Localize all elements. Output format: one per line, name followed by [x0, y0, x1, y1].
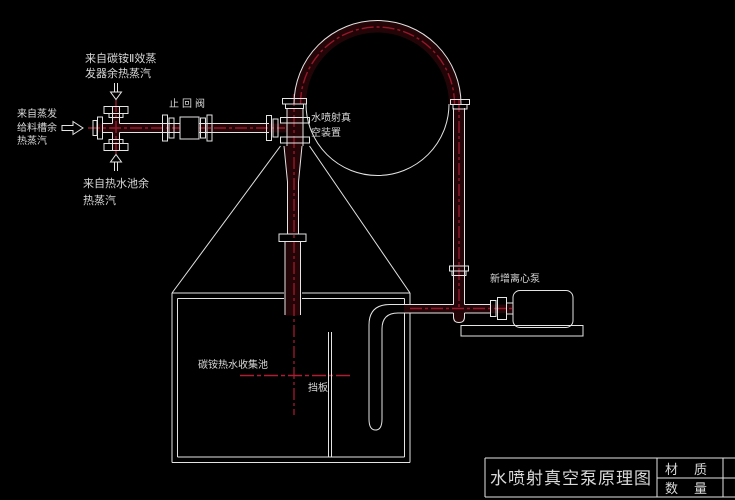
- drawing-title: 水喷射真空泵原理图: [490, 469, 652, 488]
- title-block: 水喷射真空泵原理图 材质 数量: [484, 457, 735, 498]
- pump-label: 新增离心泵: [490, 272, 540, 285]
- ejector-inlet-flange: [266, 115, 279, 141]
- quantity-cell-label: 数量: [665, 481, 723, 496]
- material-cell-label: 材质: [665, 462, 723, 477]
- centrifugal-pump: [460, 290, 584, 337]
- pump-suction-pipe: [408, 297, 514, 320]
- top-source-label-line1: 来自碳铵Ⅱ效蒸: [85, 51, 156, 65]
- baffle-label: 挡板: [308, 381, 328, 394]
- top-source-label-line2: 发器余热蒸汽: [85, 66, 151, 80]
- arrow-down-icon: [109, 83, 123, 101]
- ejector-label-line2: 空装置: [311, 126, 341, 139]
- suction-j-pipe: [368, 304, 410, 431]
- tank-label: 碳铵热水收集池: [198, 358, 268, 371]
- pump-body: [512, 290, 574, 328]
- left-source-label-line1: 来自蒸发: [17, 107, 57, 120]
- left-source-label-line2: 给料槽余: [17, 121, 57, 134]
- arrow-up-icon: [109, 153, 123, 171]
- pump-base: [460, 325, 584, 337]
- bottom-source-label-line2: 热蒸汽: [83, 193, 116, 207]
- arch-pipe: [293, 20, 470, 176]
- baffle: [328, 332, 332, 457]
- check-valve: [162, 114, 213, 142]
- bottom-source-label-line1: 来自热水池余: [83, 176, 149, 190]
- left-source-label-line3: 热蒸汽: [17, 134, 47, 147]
- riser-pipe: [449, 108, 469, 324]
- ejector-label-line1: 水喷射真: [311, 111, 351, 124]
- flow-arrows: [61, 83, 123, 171]
- arrow-right-icon: [61, 120, 84, 136]
- cone-skirt: [171, 145, 411, 294]
- cross-fitting: [92, 106, 129, 151]
- check-valve-label: 止回阀: [169, 97, 208, 110]
- nozzle-pipe: [278, 145, 307, 315]
- collection-tank: [171, 292, 411, 463]
